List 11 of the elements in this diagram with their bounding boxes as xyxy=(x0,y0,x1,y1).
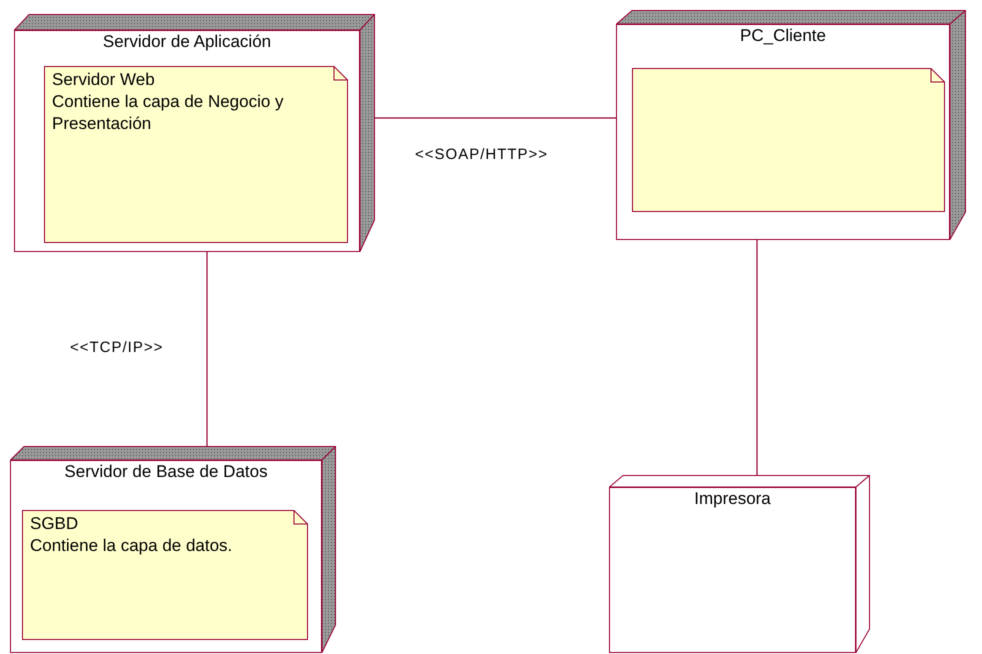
note-text: Contiene la capa de datos. xyxy=(29,535,234,557)
note-text: Contiene la capa de Negocio y Presentación xyxy=(51,91,285,135)
connector-line xyxy=(756,240,758,475)
node-title: Servidor de Aplicación xyxy=(102,32,272,52)
node-title: Impresora xyxy=(693,489,772,509)
note-text: SGBD xyxy=(29,513,80,535)
node-title: Servidor de Base de Datos xyxy=(63,462,269,482)
note-text: Servidor Web xyxy=(51,69,156,91)
connector-line xyxy=(206,252,208,446)
connector-line xyxy=(375,117,616,119)
node-title: PC_Cliente xyxy=(739,26,827,46)
